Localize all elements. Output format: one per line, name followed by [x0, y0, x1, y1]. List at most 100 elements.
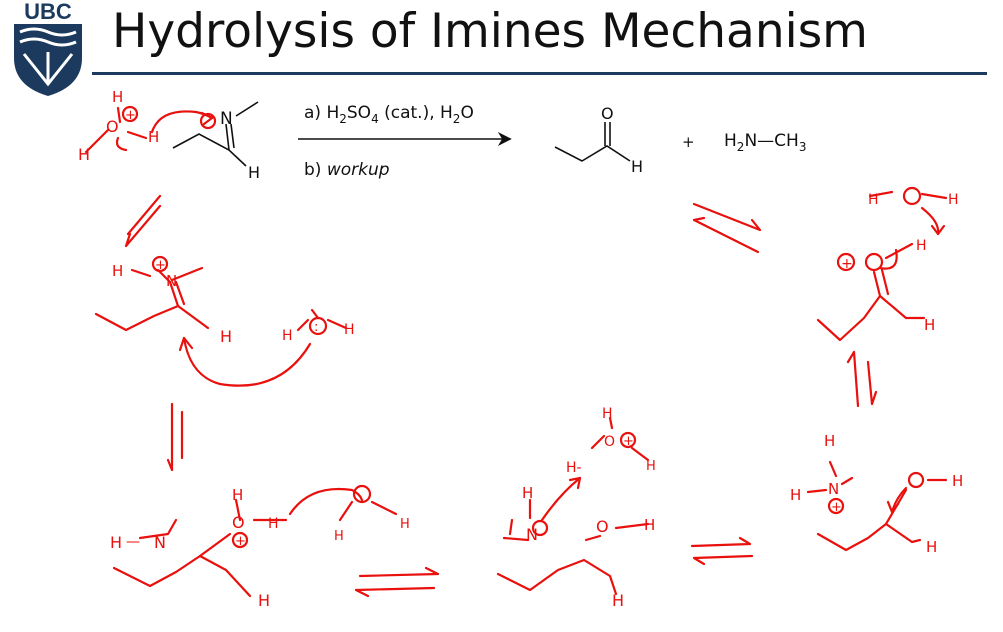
equilibrium-arrow-6 [692, 202, 762, 254]
label-h-1b: H [220, 327, 232, 346]
ammonium-charge-4 [827, 497, 845, 515]
carbonyl-double [872, 268, 890, 298]
arrowhead-0a [200, 111, 214, 126]
water-bonds-1 [296, 308, 348, 332]
hydronium-charge-3 [619, 431, 637, 449]
label-dash-2: — [126, 534, 140, 550]
label-n-1: N [166, 272, 177, 290]
crest-waves-icon [19, 27, 77, 87]
condition-a: a) H2SO4 (cat.), H2O [304, 103, 474, 126]
label-h-2a: H [232, 486, 243, 504]
intermediate-3-skeleton [496, 558, 618, 596]
label-o-3b: O [604, 434, 615, 450]
curved-arrow-2 [288, 488, 364, 516]
arrowhead-1 [178, 336, 194, 352]
label-plus-4: + [831, 500, 842, 515]
aldehyde-carbonyl [604, 122, 611, 146]
plus-sign: + [682, 133, 695, 151]
mechanism-labels: H O H H + H N + H H : H H — N H O + H H … [78, 88, 963, 610]
label-h-0b: H [112, 88, 123, 106]
water-bonds-2 [338, 500, 398, 522]
label-h-5d: H [948, 192, 959, 208]
label-colon-1: : [314, 320, 318, 335]
n-lone-pair-3 [531, 519, 549, 537]
label-h-3d: H [602, 406, 613, 422]
intermediate-4-bonds [806, 460, 908, 526]
reaction-arrowhead [497, 132, 512, 146]
carbonyl-o-5 [864, 252, 884, 272]
mechanism-annotations [84, 105, 948, 598]
curved-arrow-0b [115, 136, 128, 152]
label-h-0a: H [78, 145, 90, 164]
iminium-skeleton [94, 304, 210, 332]
product-o-label: O [601, 104, 614, 123]
label-plus-0: + [125, 108, 136, 123]
oxonium-h-bonds [234, 498, 288, 522]
label-h-3a: H [522, 484, 533, 502]
equilibrium-arrow-3 [354, 566, 440, 598]
label-h-2d: H [400, 517, 410, 532]
equilibrium-arrow-1 [124, 194, 162, 248]
label-n-2: N [154, 533, 166, 552]
label-plus-5: + [841, 256, 853, 272]
hydronium-bonds-3 [590, 416, 650, 462]
label-hn-4: H [790, 486, 801, 504]
oxonium-charge-2 [231, 531, 249, 549]
amine-product: H2N—CH3 [724, 131, 806, 154]
o-lone-pair-4 [907, 471, 925, 489]
curved-arrow-3 [540, 476, 582, 522]
label-h-3c: H [612, 591, 624, 610]
oxocarbenium-skeleton [816, 294, 926, 342]
page-title: Hydrolysis of Imines Mechanism [112, 4, 868, 59]
label-h-4c: H [926, 538, 937, 556]
label-n-3: N [526, 525, 538, 544]
imine-h-label: H [248, 163, 260, 182]
equilibrium-arrow-5 [846, 350, 878, 408]
hydronium-charge-0 [121, 105, 139, 123]
aldehyde-skeleton [554, 145, 631, 162]
label-hplus-3: H- [566, 460, 582, 476]
hydronium-bonds-0 [84, 106, 148, 154]
water-o-1 [308, 316, 328, 336]
reaction-scheme [172, 101, 631, 167]
intermediate-2-skeleton [112, 554, 252, 598]
arrowhead-3 [568, 476, 582, 490]
condition-b: b) workup [304, 160, 390, 180]
imine-skeleton [172, 133, 247, 167]
intermediate-3-bonds [502, 498, 650, 542]
equilibrium-arrow-2 [166, 402, 184, 472]
curved-arrow-5b [920, 206, 940, 236]
label-n-4: N [828, 480, 839, 498]
iminium-double [174, 280, 186, 306]
label-hn-2: H [110, 533, 122, 552]
imine-methyl-bond [235, 101, 259, 117]
label-h-2b: H [268, 516, 279, 532]
oh-bond-5 [884, 242, 914, 260]
imine-n-label: N [220, 109, 233, 129]
label-o-0: O [106, 117, 119, 136]
lone-pair-circle-0 [199, 112, 217, 130]
equilibrium-arrow-4 [690, 536, 754, 566]
label-plus-3: + [623, 434, 634, 449]
label-h-2c: H [334, 529, 344, 544]
label-h-2e: H [258, 591, 270, 610]
iminium-bonds [130, 266, 204, 308]
arrowhead-5b [930, 224, 946, 236]
label-h-5a: H [916, 238, 927, 254]
water-o-2 [352, 484, 372, 504]
intermediate-4-skeleton [816, 522, 922, 552]
label-o-2: O [232, 513, 245, 532]
curved-arrow-5 [878, 248, 898, 270]
label-h-3e: H [646, 459, 656, 474]
label-h-1a: H [112, 262, 123, 280]
ubc-logo: UBC [6, 0, 90, 98]
product-h-label: H [631, 157, 643, 176]
label-h-0c: H [148, 128, 159, 146]
label-h-3b: H [644, 516, 655, 534]
label-h-5c: H [868, 192, 879, 208]
water-bonds-5 [868, 190, 948, 200]
water-o-5 [902, 186, 922, 206]
label-h-1c: H [282, 328, 293, 344]
